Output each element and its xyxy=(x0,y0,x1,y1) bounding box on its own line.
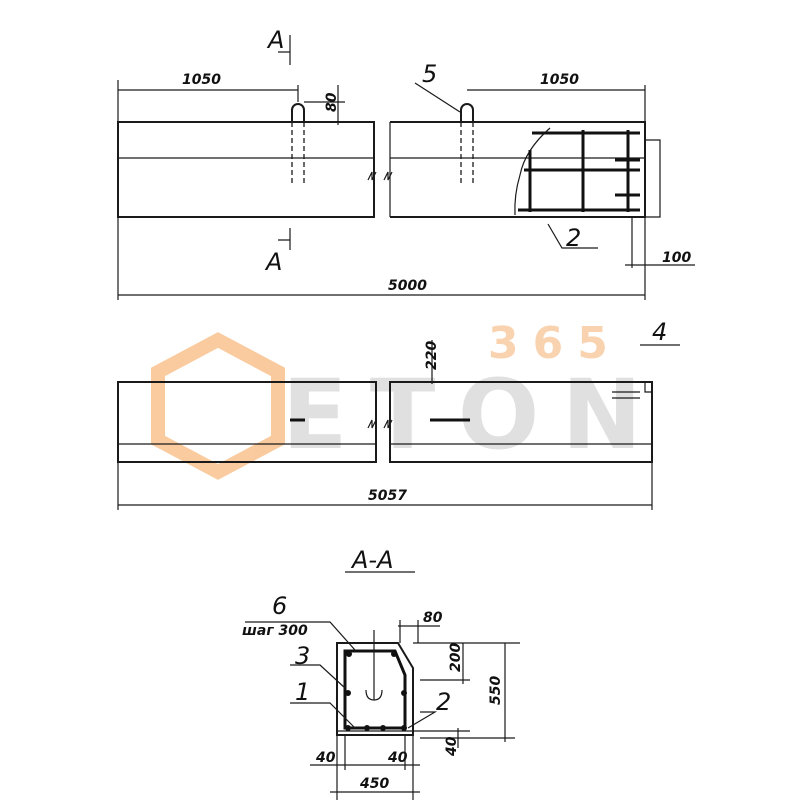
section-title: A-A xyxy=(350,546,394,574)
dim-cover-left: 40 xyxy=(315,750,336,766)
label-stirrup: 6 xyxy=(272,592,287,620)
dim-cover-right: 40 xyxy=(387,750,408,766)
svg-text:ETON: ETON xyxy=(282,359,642,471)
dim-total-length-side: 5057 xyxy=(368,488,407,504)
label-cage: 2 xyxy=(566,224,581,252)
dim-left-loop: 1050 xyxy=(182,72,221,88)
dim-total-length: 5000 xyxy=(388,278,427,294)
label-bottom-bar: 1 xyxy=(295,678,310,706)
section-mark-top: A xyxy=(266,26,284,54)
dim-right-loop: 1050 xyxy=(540,72,579,88)
svg-text:365: 365 xyxy=(488,318,622,369)
dim-height: 550 xyxy=(488,676,504,705)
dim-loop-height: 80 xyxy=(324,92,340,112)
label-cage-section: 2 xyxy=(436,688,451,716)
dim-width: 450 xyxy=(359,776,389,792)
dim-end-offset: 100 xyxy=(662,250,691,266)
label-embedded: 4 xyxy=(652,318,667,346)
section-a-a: A-A 6 шаг 300 3 1 2 80 200 550 40 40 40 … xyxy=(242,546,520,800)
dim-chamfer-height: 200 xyxy=(448,643,464,672)
dim-slab: 40 xyxy=(444,736,460,757)
plan-view: 1050 1050 80 100 5000 A A 5 2 xyxy=(117,26,695,300)
section-mark-bottom: A xyxy=(264,248,282,276)
label-stirrup-spacing: шаг 300 xyxy=(242,623,308,639)
dim-loop-offset: 220 xyxy=(424,341,440,370)
side-view: 220 4 5057 xyxy=(117,318,680,510)
label-loop: 5 xyxy=(422,60,437,88)
watermark-logo: ETON 365 xyxy=(151,318,642,480)
label-side-bar: 3 xyxy=(295,642,310,670)
dim-chamfer-width: 80 xyxy=(423,610,443,626)
